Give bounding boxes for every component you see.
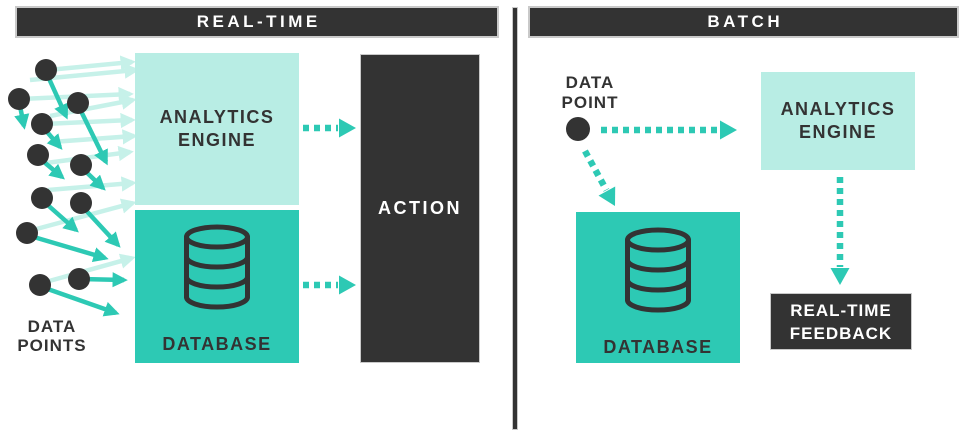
scatter-arrow-teal — [26, 232, 109, 263]
action-node: ACTION — [360, 54, 480, 363]
database-cylinder-icon — [177, 224, 257, 310]
data-points-caption-line2: POINTS — [17, 336, 87, 355]
flow-arrowhead — [339, 275, 356, 295]
scatter-arrow-light — [41, 253, 136, 286]
scatter-arrow-light — [28, 198, 137, 234]
data-points-caption-line1: DATA — [27, 317, 77, 336]
realtime-database-node: DATABASE — [135, 210, 299, 363]
realtime-header-label: REAL-TIME — [196, 12, 321, 31]
database-label: DATABASE — [603, 337, 713, 357]
data-point-dot — [67, 92, 89, 114]
feedback-label-line2: FEEDBACK — [789, 323, 893, 343]
data-point-dot — [29, 274, 51, 296]
scatter-arrow-teal — [41, 284, 120, 317]
flow-dotted-arrow — [582, 149, 610, 192]
data-point-dot — [31, 113, 53, 135]
data-point-dot — [70, 192, 92, 214]
scatter-arrow-light — [47, 176, 137, 193]
batch-database-node: DATABASE — [576, 212, 740, 363]
feedback-label-line1: REAL-TIME — [790, 300, 892, 320]
data-point-dot — [68, 268, 90, 290]
realtime-analytics-engine-node: ANALYTICS ENGINE — [135, 53, 299, 205]
scatter-arrow-teal — [75, 104, 109, 166]
panel-divider — [512, 7, 518, 430]
scatter-arrow-light — [47, 55, 136, 73]
flow-arrowhead — [830, 268, 850, 285]
analytics-engine-label-line1: ANALYTICS — [780, 99, 896, 119]
flow-arrowhead — [720, 120, 737, 140]
data-point-caption-line2: POINT — [561, 93, 619, 112]
realtime-panel-header: REAL-TIME — [15, 6, 499, 38]
action-label: ACTION — [378, 198, 462, 218]
database-label: DATABASE — [162, 334, 272, 354]
data-point-caption: DATA POINT — [540, 73, 640, 113]
batch-panel-header: BATCH — [528, 6, 959, 38]
analytics-engine-label-line2: ENGINE — [177, 130, 256, 150]
data-point-caption-line1: DATA — [565, 73, 615, 92]
batch-data-point-dot — [566, 117, 590, 141]
database-cylinder-icon — [618, 227, 698, 313]
data-point-dot — [8, 88, 30, 110]
data-point-dot — [70, 154, 92, 176]
data-point-dot — [16, 222, 38, 244]
analytics-engine-label-line2: ENGINE — [798, 122, 877, 142]
analytics-engine-label-line1: ANALYTICS — [159, 107, 275, 127]
data-points-caption: DATA POINTS — [2, 317, 102, 355]
realtime-feedback-node: REAL-TIME FEEDBACK — [770, 293, 912, 350]
batch-analytics-engine-node: ANALYTICS ENGINE — [761, 72, 915, 170]
data-point-dot — [27, 144, 49, 166]
data-point-dot — [31, 187, 53, 209]
batch-header-label: BATCH — [707, 12, 784, 31]
data-point-dot — [35, 59, 57, 81]
flow-arrowhead — [339, 118, 356, 138]
flow-arrowhead — [598, 186, 616, 206]
